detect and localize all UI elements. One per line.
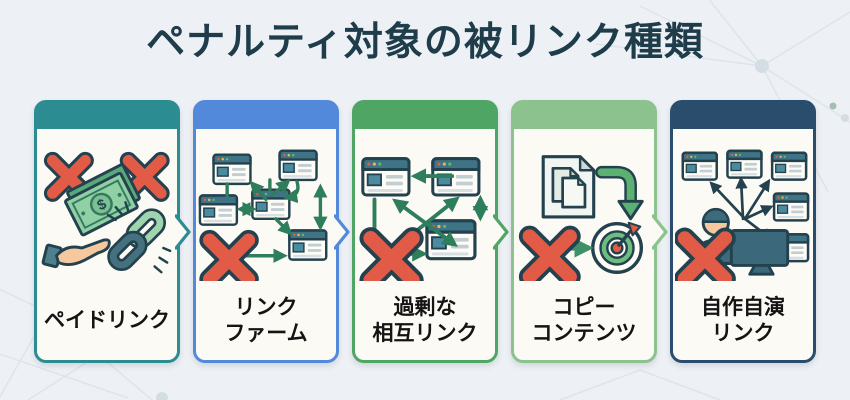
copy-content-icon [514,129,654,292]
paid-link-graphic: $ [41,151,172,273]
card-label: ペイドリンク [44,309,170,333]
next-step-chevron-icon [652,213,668,250]
link-farm-icon [196,129,336,292]
money-icon: $ [64,162,141,236]
mutual-links-icon [355,129,495,292]
card-self-made-link: 自作自演 リンク [670,100,816,363]
card-copy-content: コピー コンテンツ [511,100,668,363]
next-step-chevron-icon [175,213,191,250]
card-header [355,103,495,129]
cards-row: $ [34,100,816,363]
x-mark-icon [199,229,259,281]
self-made-link-icon [673,129,813,292]
copy-content-graphic [518,154,644,281]
broken-chain-icon [106,200,172,273]
target-icon [591,221,644,274]
card-link-farm: リンク ファーム [193,100,350,363]
link-farm-graphic [198,149,328,281]
hand-icon [41,237,111,268]
card-mutual-links: 過剰な 相互リンク [352,100,509,363]
next-step-chevron-icon [493,213,509,250]
card-header [196,103,336,129]
next-step-chevron-icon [334,213,350,250]
card-label: 自作自演 リンク [701,296,785,345]
card-paid-link: $ [34,100,191,363]
radiating-arrows [709,175,774,240]
card-header [673,103,813,129]
x-mark-icon [518,225,581,281]
self-made-link-graphic [675,149,810,281]
paid-link-icon: $ [37,129,177,292]
x-mark-icon [675,227,736,281]
card-label: リンク ファーム [224,296,308,345]
card-header [514,103,654,129]
page-title: ペナルティ対象の被リンク種類 [146,21,704,64]
card-header [37,103,177,129]
monitor-icon [729,228,790,276]
card-label: コピー コンテンツ [531,296,637,345]
copied-documents-icon [541,154,596,218]
mutual-links-graphic [359,156,489,281]
x-mark-icon [359,226,424,281]
card-label: 過剰な 相互リンク [372,296,478,345]
bent-arrow-icon [595,165,644,220]
link-arrows [225,177,328,263]
